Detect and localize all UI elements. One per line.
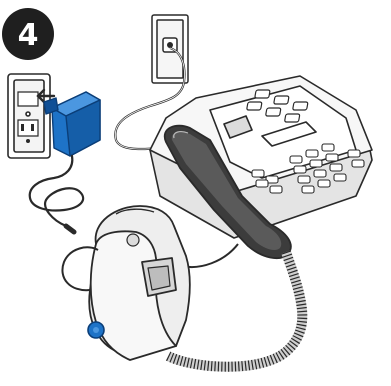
power-adapter-icon <box>44 92 100 156</box>
power-cord-icon <box>30 156 83 232</box>
base-status-light-icon <box>88 322 104 338</box>
headset-base-icon <box>89 206 190 360</box>
step-number: 4 <box>18 18 39 53</box>
wall-outlet-icon <box>8 74 50 158</box>
step-badge: 4 <box>2 8 54 60</box>
